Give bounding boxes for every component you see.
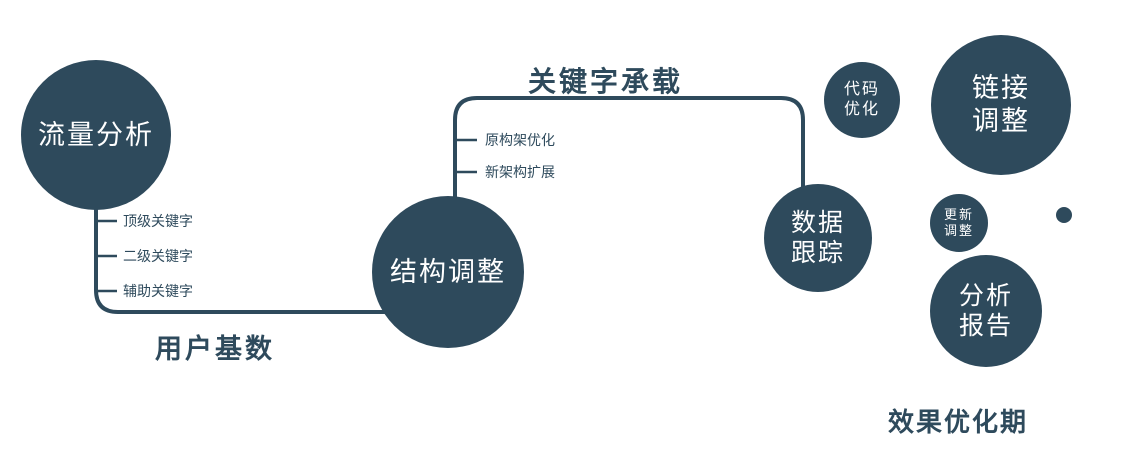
footer-label-optimization-period: 效果优化期 xyxy=(888,407,1029,437)
edge-label-keyword-bearing: 关键字承载 xyxy=(528,66,684,97)
node-structure-adjustment-label: 结构调整 xyxy=(390,256,506,287)
node-update-adjustment-label: 更新 调整 xyxy=(943,207,974,238)
node-analysis-report-label: 分析 报告 xyxy=(958,281,1013,341)
branch-label-second-keyword: 二级关键字 xyxy=(123,248,193,264)
node-traffic-analysis-label: 流量分析 xyxy=(38,119,154,150)
node-link-adjustment-label: 链接 调整 xyxy=(972,73,1030,136)
branch-label-new-arch: 新架构扩展 xyxy=(485,164,555,180)
node-update-adjustment: 更新 调整 xyxy=(930,194,988,252)
node-structure-adjustment: 结构调整 xyxy=(372,196,524,348)
node-code-optimization-label: 代码 优化 xyxy=(843,81,880,118)
node-analysis-report: 分析 报告 xyxy=(930,255,1042,367)
branch-label-aux-keyword: 辅助关键字 xyxy=(123,283,193,299)
node-traffic-analysis: 流量分析 xyxy=(21,60,171,210)
branch-label-top-keyword: 顶级关键字 xyxy=(123,213,193,229)
node-data-tracking: 数据 跟踪 xyxy=(764,184,872,292)
path-structure-to-tracking xyxy=(453,96,805,272)
node-link-adjustment: 链接 调整 xyxy=(931,35,1071,175)
edge-label-user-base: 用户基数 xyxy=(155,334,275,364)
branch-label-original-arch: 原构架优化 xyxy=(485,132,555,148)
node-small-dot xyxy=(1056,207,1072,223)
node-data-tracking-label: 数据 跟踪 xyxy=(790,208,845,268)
node-code-optimization: 代码 优化 xyxy=(824,62,900,138)
